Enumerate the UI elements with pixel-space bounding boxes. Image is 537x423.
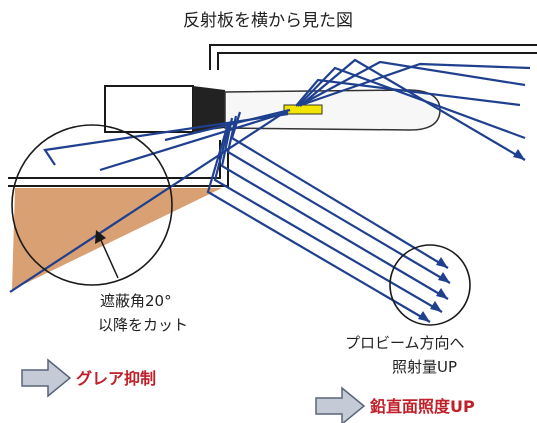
vertical-illuminance-callout: 鉛直面照度UP xyxy=(370,397,475,416)
ray-arrowheads xyxy=(418,149,525,322)
ray-upper-2 xyxy=(297,66,526,140)
glare-region-circle xyxy=(11,124,173,286)
ray-lower-4 xyxy=(213,121,443,313)
cutoff-label-line2: 以降をカット xyxy=(98,316,188,334)
lamp-base xyxy=(193,86,225,132)
ray-lower-3 xyxy=(220,117,449,300)
light-rays xyxy=(9,58,531,323)
ray-cutoff xyxy=(9,109,289,293)
reflector-housing xyxy=(8,44,537,187)
cutoff-shaded-region xyxy=(12,188,222,290)
lamp-bulb xyxy=(224,89,441,131)
ray-lower-2 xyxy=(226,115,451,284)
right-arrow-icon xyxy=(315,386,366,423)
ray-left-2 xyxy=(99,110,289,172)
beam-region-circle xyxy=(389,244,471,326)
ray-upper-4 xyxy=(301,60,526,105)
diagram-title: 反射板を横から見た図 xyxy=(183,11,353,31)
glare-callout: グレア抑制 xyxy=(76,369,156,388)
lamp-element xyxy=(283,104,323,115)
ray-left-3 xyxy=(43,112,289,166)
ray-upper-5 xyxy=(303,62,531,106)
right-arrow-icon xyxy=(21,358,72,398)
ray-upper-1 xyxy=(299,58,526,161)
beam-label-line1: プロビーム方向へ xyxy=(345,334,465,352)
cutoff-leader-line xyxy=(99,237,119,279)
lamp xyxy=(104,85,441,133)
cutoff-label-line1: 遮蔽角20° xyxy=(100,292,172,310)
ray-lower-5 xyxy=(206,123,431,323)
beam-label-line2: 照射量UP xyxy=(392,358,457,376)
ray-upper-3 xyxy=(295,78,521,107)
cutoff-leader-arrowhead xyxy=(95,230,106,244)
lamp-socket xyxy=(104,85,194,133)
